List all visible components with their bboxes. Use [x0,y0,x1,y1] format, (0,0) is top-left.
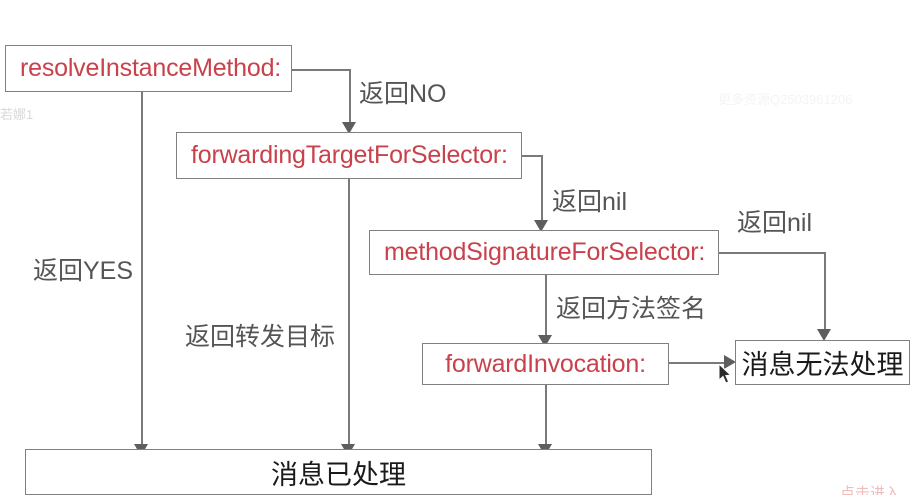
node-forward-invocation[interactable]: forwardInvocation: [422,343,669,385]
node-forwarding-target-for-selector-label: forwardingTargetForSelector: [191,141,508,169]
node-message-handled[interactable]: 消息已处理 [25,449,652,495]
edge-forwarding-nil-vertical [541,155,543,223]
edge-label-return-yes: 返回YES [33,257,134,285]
edge-resolve-no-horizontal [291,69,351,71]
watermark-left: 若娜1 [0,107,34,122]
edge-label-return-nil-forwarding: 返回nil [552,188,628,216]
edge-resolve-no-vertical [349,69,351,125]
edge-invocation-to-unhandled-horizontal [668,362,730,364]
node-forward-invocation-label: forwardInvocation: [445,349,646,378]
node-method-signature-for-selector-label: methodSignatureForSelector: [384,238,706,266]
edge-invocation-to-handled-vertical [545,385,547,447]
edge-signature-nil-horizontal [718,252,826,254]
edge-resolve-yes-vertical [141,92,143,447]
node-message-unhandled[interactable]: 消息无法处理 [735,340,910,385]
edge-label-return-forward-target: 返回转发目标 [185,323,336,351]
edge-forwarding-nil-horizontal [521,155,543,157]
arrowhead-signature-to-unhandled [817,329,831,341]
edge-signature-sig-vertical [545,272,547,338]
node-resolve-instance-method[interactable]: resolveInstanceMethod: [5,45,292,92]
watermark-corner: 点击进入 [840,485,901,495]
arrowhead-to-signature [534,220,548,232]
node-message-handled-label: 消息已处理 [271,459,406,490]
edge-forwarding-target-vertical [348,179,350,447]
node-method-signature-for-selector[interactable]: methodSignatureForSelector: [369,230,719,275]
edge-label-return-nil-signature: 返回nil [737,209,813,237]
arrowhead-to-forwarding [342,122,356,134]
edge-label-return-no: 返回NO [359,80,447,108]
node-message-unhandled-label: 消息无法处理 [741,350,904,380]
edge-label-return-method-signature: 返回方法签名 [556,295,707,323]
node-forwarding-target-for-selector[interactable]: forwardingTargetForSelector: [176,132,522,179]
node-resolve-instance-method-label: resolveInstanceMethod: [20,54,282,82]
watermark-right: 更多资源Q2503961206 [718,92,853,107]
edge-signature-nil-vertical [824,252,826,332]
